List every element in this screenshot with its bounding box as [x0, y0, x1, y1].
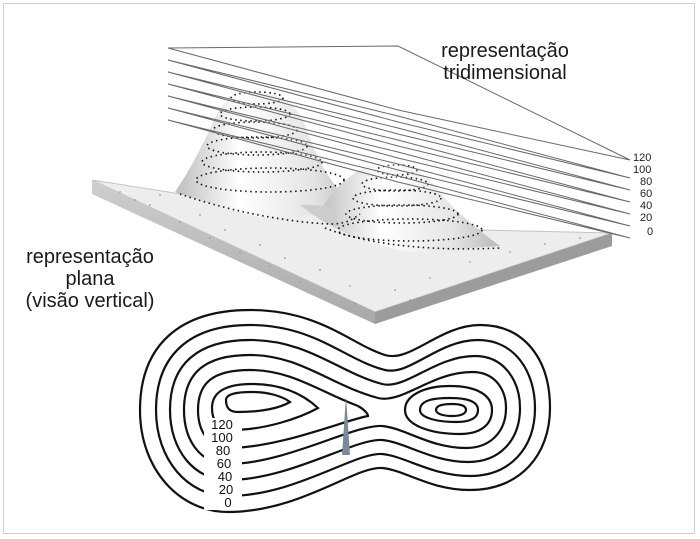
elevation-label-3d: 40: [640, 200, 652, 212]
plan-contour-40: [168, 338, 522, 482]
plan-contour-80: [196, 368, 370, 450]
plan-contour-20: [154, 323, 537, 498]
label-plan: representação plana (visão vertical): [10, 246, 170, 312]
valley-shade: [300, 204, 338, 224]
plan-contour-100: [210, 382, 320, 432]
elevation-label-3d: 100: [633, 164, 651, 176]
plan-contour-120: [224, 390, 292, 414]
terrain-base-front: [92, 180, 375, 324]
elevation-label-plan: 60: [217, 456, 231, 471]
saddle-marker: [342, 396, 350, 455]
elevation-labels-3d: 120 100 80 60 40 20 0: [633, 152, 653, 238]
label-three-d-line2: tridimensional: [443, 62, 567, 84]
elevation-label-plan: 120: [211, 417, 233, 432]
terrain-speckle: [119, 191, 581, 304]
plan-contour-100-b: [418, 396, 480, 424]
plan-view: [138, 308, 552, 514]
three-d-block: 120 100 80 60 40 20 0: [91, 45, 653, 324]
label-three-d-line1: representação: [441, 40, 569, 62]
elevation-label-plan: 0: [224, 495, 231, 510]
plan-contour-60: [182, 353, 508, 466]
label-plan-line2: plana: [65, 268, 115, 290]
label-plan-line3: (visão vertical): [25, 290, 155, 312]
plan-contour-0: [138, 308, 552, 514]
label-plan-line1: representação: [26, 246, 154, 268]
elevation-label-plan: 80: [216, 443, 230, 458]
elevation-label-3d: 20: [640, 212, 652, 224]
label-three-d: representação tridimensional: [420, 40, 590, 84]
label-backdrop: [204, 418, 242, 510]
terrain-base-side: [375, 233, 612, 324]
elevation-label-plan: 100: [211, 430, 233, 445]
plan-contour-120-b: [434, 402, 468, 418]
elevation-planes: [167, 45, 631, 239]
elevation-label-3d: 120: [633, 152, 651, 164]
elevation-labels-plan: 120 100 80 60 40 20 0: [204, 417, 242, 510]
plan-contour-80-b: [403, 384, 494, 436]
elevation-label-plan: 20: [219, 482, 233, 497]
elevation-label-3d: 80: [640, 176, 652, 188]
elevation-label-plan: 40: [218, 469, 232, 484]
elevation-label-3d: 60: [640, 188, 652, 200]
elevation-label-3d: 0: [647, 226, 653, 238]
